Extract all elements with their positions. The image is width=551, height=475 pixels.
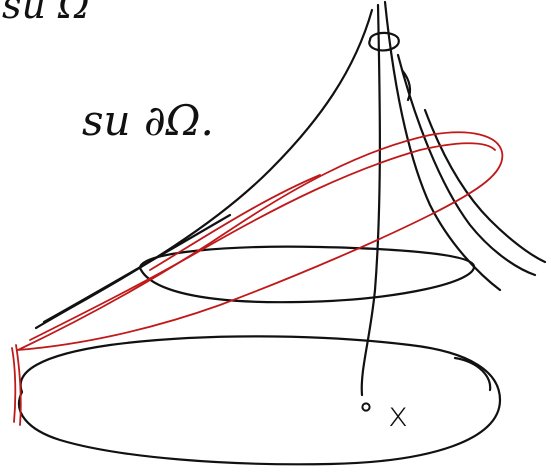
boundary-ellipse-red-2 [29, 142, 496, 341]
base-domain-outline [17, 335, 502, 466]
surface-right-curve-2 [396, 53, 537, 277]
surface-left-curve-inner [42, 213, 232, 324]
point-x-marker [361, 402, 371, 412]
surface-left-curve [34, 8, 374, 330]
vertical-fiber [360, 3, 381, 397]
boundary-ellipse-red [17, 131, 504, 351]
red-vertical-segment [11, 344, 22, 426]
peak-ellipse [368, 31, 400, 52]
base-domain-inner-stroke [453, 356, 492, 392]
boundary-ellipse-red-3 [149, 174, 321, 271]
surface-right-curve-4 [423, 108, 547, 264]
surface-right-curve-1 [383, 0, 502, 292]
surface-right-curve-3 [400, 68, 412, 102]
label-su-omega: su Ω [2, 0, 90, 27]
label-su-boundary-omega: su ∂Ω. [82, 96, 214, 145]
label-point-x: x [388, 395, 409, 435]
